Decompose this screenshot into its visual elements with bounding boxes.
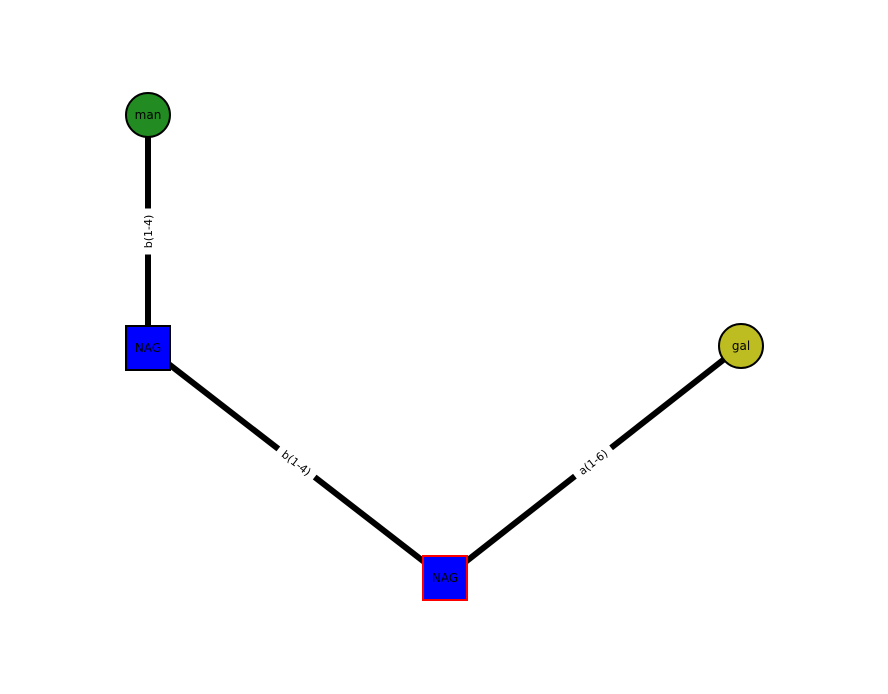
node-man: man bbox=[125, 92, 171, 138]
edge-label-group-nag1-nag2: b(1-4) bbox=[273, 442, 320, 484]
node-nag2: NAG bbox=[422, 555, 468, 601]
edge-label: b(1-4) bbox=[142, 215, 155, 249]
edge-label-background bbox=[569, 441, 617, 483]
node-gal: gal bbox=[718, 323, 764, 369]
node-shape-circle bbox=[125, 92, 171, 138]
edge-label-background bbox=[139, 208, 157, 255]
node-shape-circle bbox=[718, 323, 764, 369]
edge-label-group-nag2-gal: a(1-6) bbox=[569, 441, 617, 483]
node-label: man bbox=[135, 108, 162, 122]
edge-label-group-man-nag1: b(1-4) bbox=[139, 208, 157, 255]
node-label: gal bbox=[732, 339, 750, 353]
node-label: NAG bbox=[135, 341, 161, 355]
node-nag1: NAG bbox=[125, 325, 171, 371]
node-shape-square bbox=[125, 325, 171, 371]
node-label: NAG bbox=[432, 571, 458, 585]
node-shape-square bbox=[422, 555, 468, 601]
edge-label-background bbox=[273, 442, 320, 484]
